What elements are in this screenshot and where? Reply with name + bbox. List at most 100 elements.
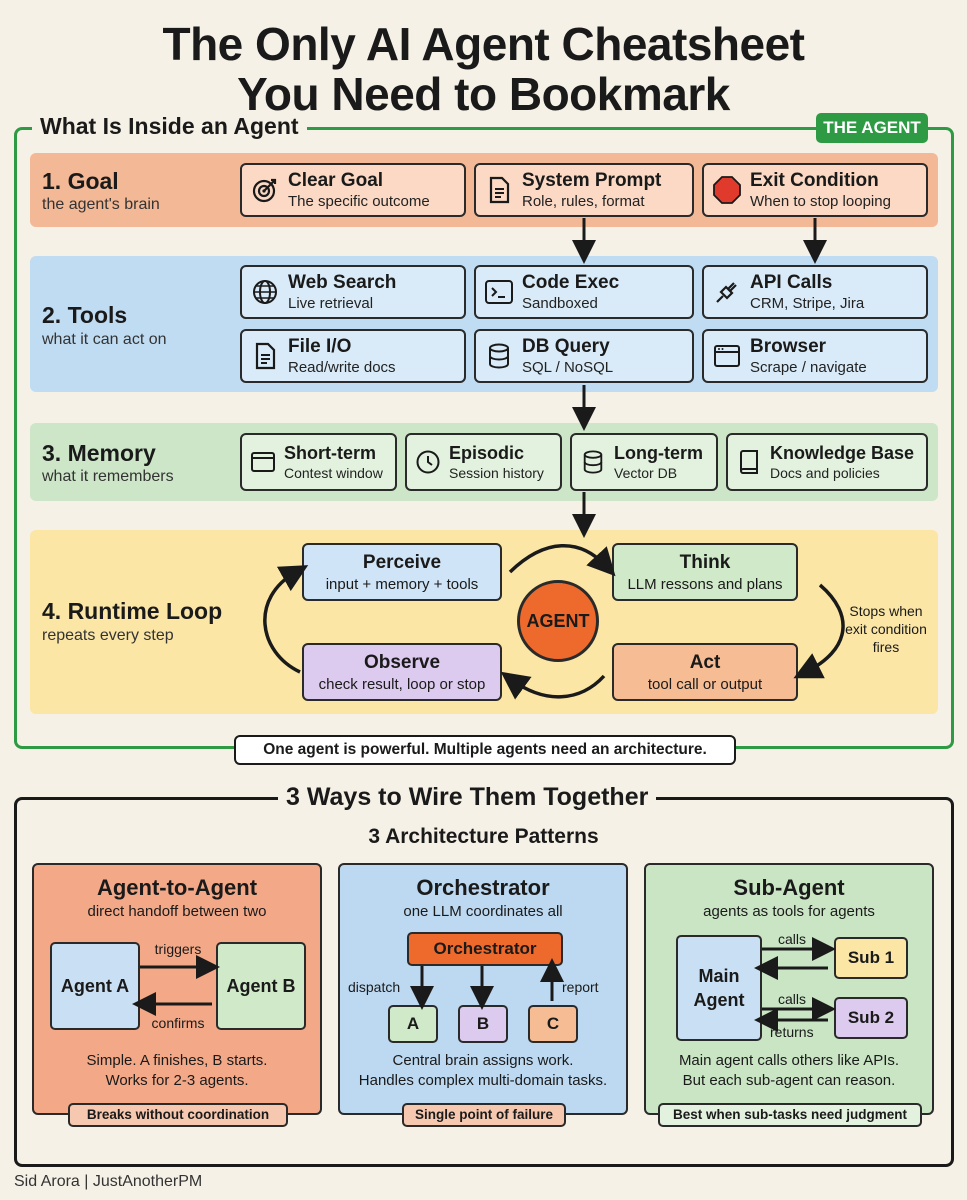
- sub-subtitle: agents as tools for agents: [703, 903, 875, 920]
- card-title: Long-term: [614, 442, 703, 463]
- card-desc: Docs and policies: [770, 464, 880, 481]
- footer-credit: Sid Arora | JustAnotherPM: [14, 1173, 203, 1190]
- card-desc: CRM, Stripe, Jira: [750, 294, 865, 312]
- card-desc: Contest window: [284, 464, 383, 481]
- database-icon: [484, 341, 514, 371]
- plug-icon: [712, 277, 742, 307]
- card-desc: The specific outcome: [288, 192, 430, 210]
- tools-title: 2. Tools: [42, 302, 128, 328]
- loop-subtitle: repeats every step: [42, 627, 174, 644]
- card-title: Knowledge Base: [770, 442, 915, 463]
- orch-main-node: Orchestrator: [407, 932, 563, 966]
- card-desc: Session history: [449, 464, 544, 481]
- a2a-confirms-label: confirms: [151, 1015, 205, 1031]
- arrow-perceive-to-think: [508, 544, 616, 577]
- memory-title: 3. Memory: [42, 440, 156, 466]
- browser-window-icon: [712, 341, 742, 371]
- stop-note-line-1: Stops when: [849, 603, 923, 619]
- stop-sign-icon: [712, 175, 742, 205]
- loop-perceive: Perceive input + memory + tools: [302, 543, 502, 601]
- a2a-title: Agent-to-Agent: [96, 875, 258, 900]
- card-title: Clear Goal: [288, 169, 384, 191]
- orch-node-c: C: [528, 1005, 578, 1043]
- card-desc: Read/write docs: [288, 358, 396, 376]
- loop-observe: Observe check result, loop or stop: [302, 643, 502, 701]
- perceive-title: Perceive: [362, 552, 442, 573]
- sub-main-agent: Main Agent: [676, 935, 762, 1041]
- memory-subtitle: what it remembers: [42, 468, 174, 485]
- act-desc: tool call or output: [647, 676, 763, 693]
- orch-desc-2: Handles complex multi-domain tasks.: [358, 1072, 608, 1089]
- document-icon: [484, 175, 514, 205]
- card-title: Exit Condition: [750, 169, 879, 191]
- agent-badge: THE AGENT: [816, 113, 928, 143]
- goal-subtitle: the agent's brain: [42, 196, 160, 213]
- book-icon: [736, 447, 762, 477]
- sub-desc-2: But each sub-agent can reason.: [682, 1072, 896, 1089]
- orch-subtitle: one LLM coordinates all: [403, 903, 563, 920]
- pattern-agent-to-agent: Agent-to-Agent direct handoff between tw…: [32, 863, 322, 1127]
- sub-calls-label-2: calls: [778, 991, 807, 1007]
- a2a-desc-2: Works for 2-3 agents.: [105, 1072, 249, 1089]
- terminal-icon: [484, 277, 514, 307]
- card-title: Web Search: [288, 271, 397, 293]
- think-desc: LLM ressons and plans: [627, 576, 783, 593]
- pattern-sub-agent: Sub-Agent agents as tools for agents Mai…: [644, 863, 934, 1127]
- page-title-line-1: The Only AI Agent Cheatsheet: [162, 18, 805, 70]
- pattern-orchestrator: Orchestrator one LLM coordinates all Orc…: [338, 863, 628, 1127]
- sub-node-2: Sub 2: [834, 997, 908, 1039]
- target-icon: [250, 175, 280, 205]
- file-icon: [250, 341, 280, 371]
- card-desc: Live retrieval: [288, 294, 374, 312]
- card-title: API Calls: [750, 271, 833, 293]
- window-icon: [250, 447, 276, 477]
- card-desc: Sandboxed: [522, 294, 598, 312]
- page-title-line-2: You Need to Bookmark: [237, 68, 730, 120]
- bridge-banner: One agent is powerful. Multiple agents n…: [234, 735, 736, 765]
- agent-core: AGENT: [517, 580, 599, 662]
- stop-note-line-2: exit condition: [845, 621, 927, 637]
- stop-note-line-3: fires: [872, 639, 900, 655]
- main-agent-line-2: Agent: [693, 990, 745, 1010]
- orch-desc-1: Central brain assigns work.: [392, 1052, 574, 1069]
- sub-desc-1: Main agent calls others like APIs.: [678, 1052, 900, 1069]
- agent-section-label: What Is Inside an Agent: [32, 113, 307, 140]
- a2a-subtitle: direct handoff between two: [87, 903, 267, 920]
- card-title: Episodic: [449, 442, 525, 463]
- act-title: Act: [689, 652, 721, 673]
- stop-note: Stops when exit condition fires: [836, 602, 936, 656]
- card-title: File I/O: [288, 335, 352, 357]
- arrow-observe-to-perceive: [263, 565, 309, 674]
- database-icon: [580, 447, 606, 477]
- a2a-agent-a: Agent A: [50, 942, 140, 1030]
- globe-icon: [250, 277, 280, 307]
- card-title: System Prompt: [522, 169, 662, 191]
- a2a-warning: Breaks without coordination: [68, 1103, 288, 1127]
- card-title: Short-term: [284, 442, 377, 463]
- loop-think: Think LLM ressons and plans: [612, 543, 798, 601]
- patterns-subtitle: 3 Architecture Patterns: [368, 825, 599, 848]
- orch-title: Orchestrator: [416, 875, 550, 900]
- card-desc: SQL / NoSQL: [522, 358, 614, 376]
- a2a-agent-b: Agent B: [216, 942, 306, 1030]
- sub-title: Sub-Agent: [733, 875, 845, 900]
- sub-warning: Best when sub-tasks need judgment: [658, 1103, 922, 1127]
- loop-act: Act tool call or output: [612, 643, 798, 701]
- card-title: DB Query: [522, 335, 610, 357]
- goal-title: 1. Goal: [42, 168, 119, 194]
- orch-node-b: B: [458, 1005, 508, 1043]
- loop-title: 4. Runtime Loop: [42, 598, 223, 624]
- observe-desc: check result, loop or stop: [318, 676, 486, 693]
